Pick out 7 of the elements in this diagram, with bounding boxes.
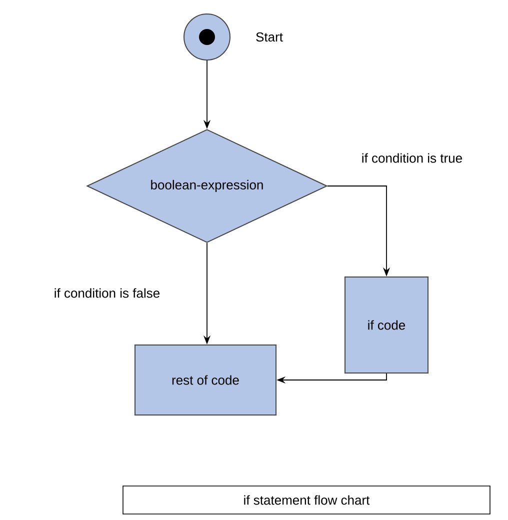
start-circle (184, 14, 230, 60)
node-caption: Start (256, 32, 283, 42)
process-box: if code (344, 276, 428, 374)
edge-label: if condition is true (360, 152, 464, 164)
edge-label: if condition is false (52, 287, 162, 299)
process-box: rest of code (134, 344, 276, 416)
caption-box: if statement flow chart (122, 486, 490, 514)
